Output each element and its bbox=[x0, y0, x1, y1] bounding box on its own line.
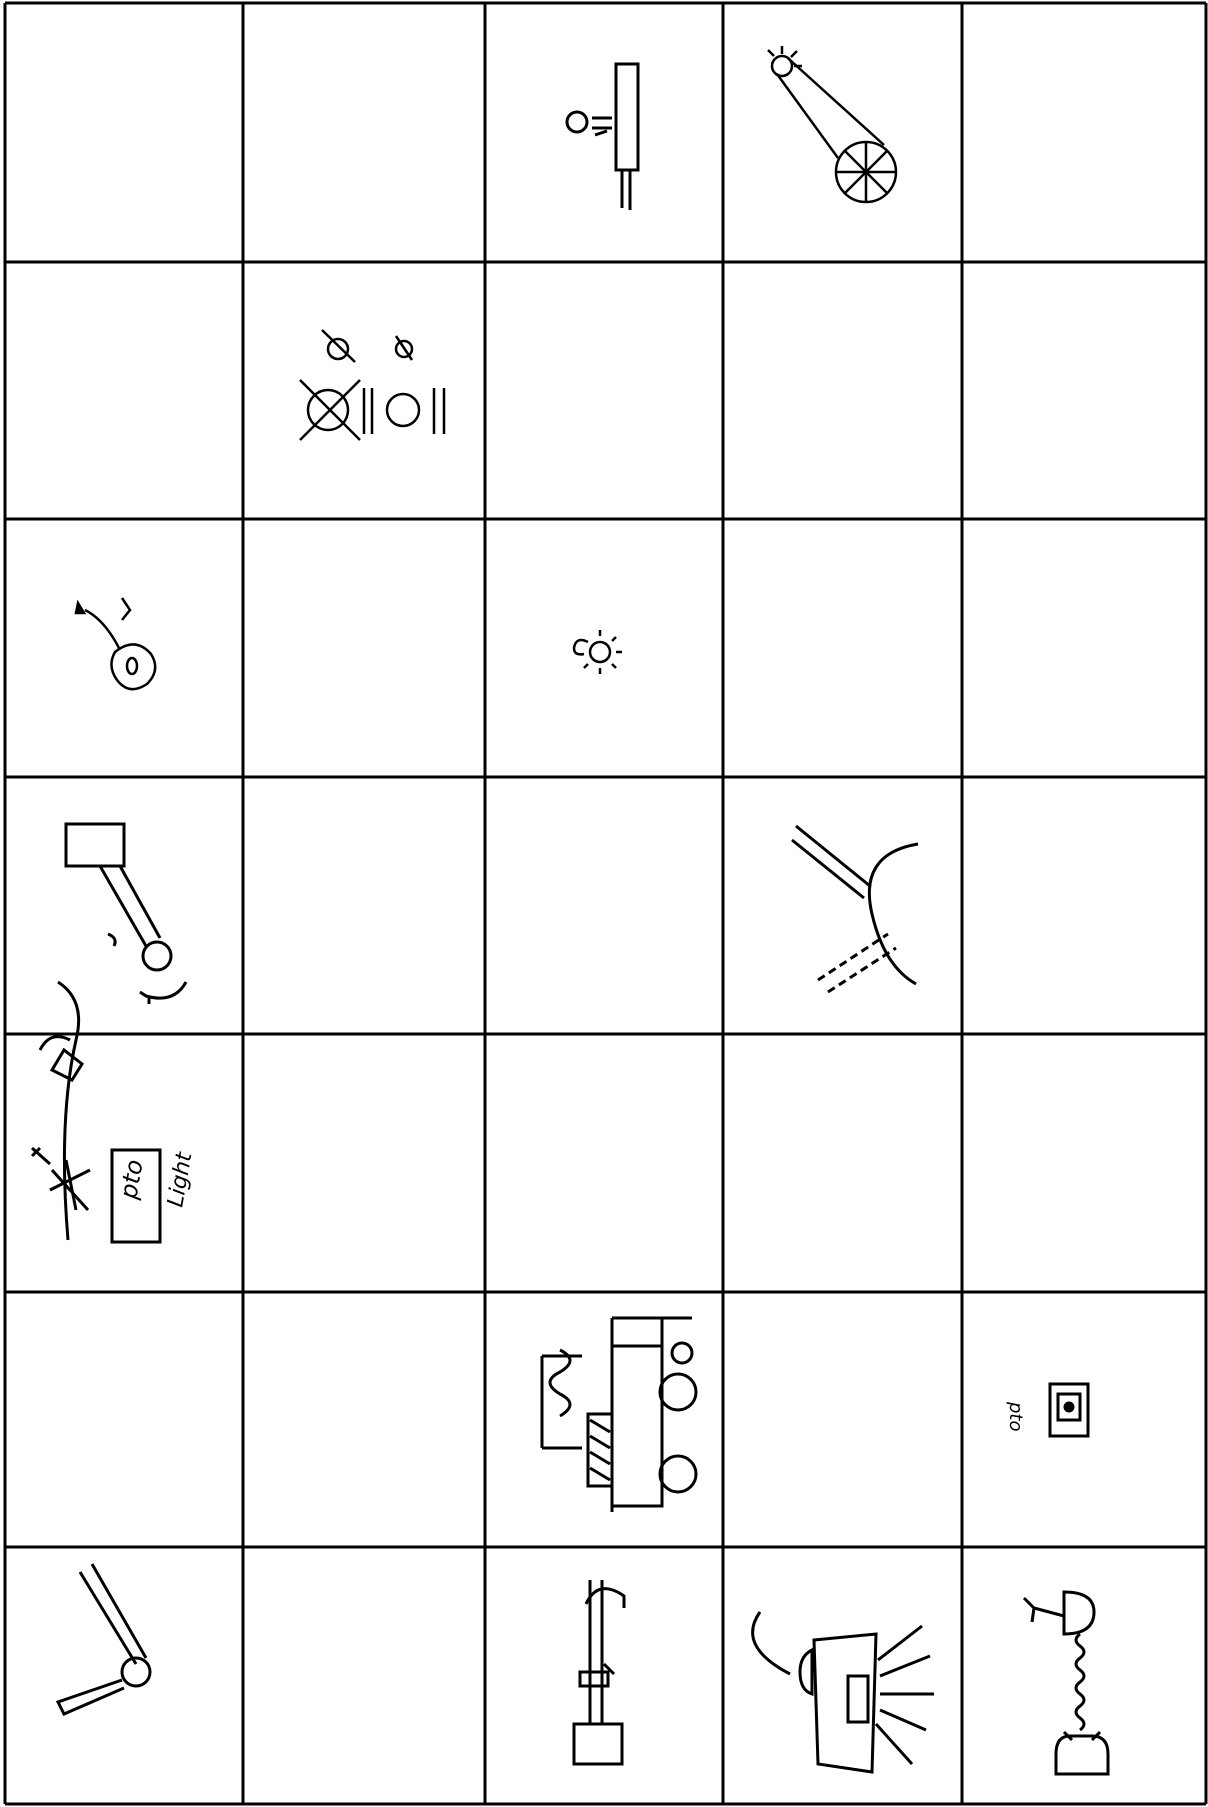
pto-switch-label-handwritten: pto bbox=[1005, 1401, 1026, 1432]
